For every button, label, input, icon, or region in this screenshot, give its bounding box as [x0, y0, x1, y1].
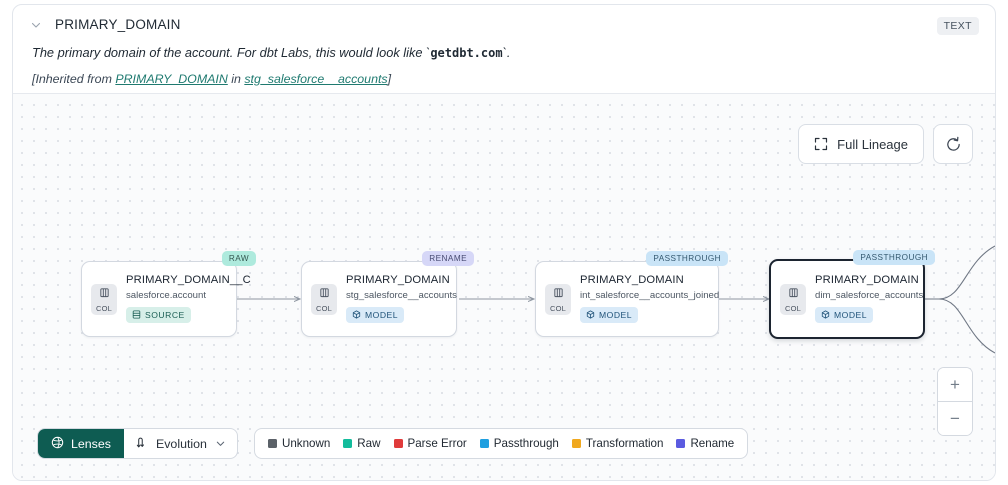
inherit-close: ]	[387, 71, 392, 86]
column-chip-label: COL	[95, 304, 113, 313]
column-chip: COL	[311, 283, 337, 315]
zoom-divider	[938, 401, 972, 402]
node-kind-label: MODEL	[365, 310, 399, 321]
node-kind-label: MODEL	[599, 310, 633, 321]
expand-corners-icon	[814, 137, 828, 151]
legend-swatch	[479, 439, 489, 448]
description-prefix: The primary domain of the account. For d…	[32, 45, 431, 60]
node-source-path: salesforce.account	[126, 290, 206, 302]
inherit-mid: in	[227, 71, 245, 86]
inherit-open: [Inherited from	[32, 71, 116, 86]
legend-item: Passthrough	[479, 437, 559, 450]
column-chip-label: COL	[784, 304, 802, 313]
node-kind-label: MODEL	[834, 310, 868, 321]
cube-icon	[821, 310, 830, 321]
evolution-dropdown[interactable]: Evolution	[124, 429, 237, 458]
column-bars-icon	[553, 285, 564, 303]
cube-icon	[352, 310, 361, 321]
full-lineage-button[interactable]: Full Lineage	[798, 124, 924, 164]
legend-label: Unknown	[281, 437, 331, 450]
node-kind-label: SOURCE	[145, 310, 185, 321]
legend-item: Parse Error	[393, 437, 467, 450]
legend-item: Raw	[343, 437, 381, 450]
panel-header: PRIMARY_DOMAIN TEXT The primary domain o…	[13, 5, 995, 96]
table-icon	[132, 310, 141, 321]
aperture-icon	[51, 436, 64, 452]
column-bars-icon	[99, 285, 110, 303]
legend-swatch	[393, 439, 403, 448]
zoom-in-button[interactable]: +	[938, 368, 972, 401]
type-badge: TEXT	[936, 17, 979, 35]
lineage-node[interactable]: RAW COL PRIMARY_DOMAIN__C	[81, 251, 256, 337]
node-kind-badge: MODEL	[580, 307, 639, 324]
lenses-label: Lenses	[71, 436, 111, 451]
inherited-model-link[interactable]: stg_salesforce__accounts	[244, 71, 388, 86]
node-column-name: PRIMARY_DOMAIN	[346, 274, 450, 287]
node-evolution-badge: PASSTHROUGH	[646, 251, 728, 266]
node-kind-badge: SOURCE	[126, 307, 191, 324]
node-column-name: PRIMARY_DOMAIN	[580, 274, 684, 287]
legend-swatch	[571, 439, 581, 448]
column-chip-label: COL	[549, 304, 567, 313]
cube-icon	[586, 310, 595, 321]
chevron-down-icon[interactable]	[29, 18, 43, 32]
legend-label: Passthrough	[493, 437, 559, 450]
header-divider	[13, 93, 995, 94]
legend-label: Raw	[357, 437, 381, 450]
page-title: PRIMARY_DOMAIN	[55, 17, 181, 32]
legend-swatch	[267, 439, 277, 448]
legend-item: Rename	[676, 437, 734, 450]
node-column-name: PRIMARY_DOMAIN	[815, 274, 919, 287]
node-source-path: int_salesforce__accounts_joined	[580, 290, 720, 302]
full-lineage-label: Full Lineage	[837, 136, 908, 152]
lineage-node-selected[interactable]: PASSTHROUGH COL PRIMARY_DOM	[769, 250, 935, 339]
column-bars-icon	[319, 285, 330, 303]
zoom-out-button[interactable]: −	[938, 402, 972, 435]
node-evolution-badge: RENAME	[422, 251, 474, 266]
column-chip: COL	[91, 283, 117, 315]
lenses-button[interactable]: Lenses	[38, 429, 124, 458]
column-lineage-panel: PRIMARY_DOMAIN TEXT The primary domain o…	[12, 4, 996, 481]
legend-swatch	[343, 439, 353, 448]
lenses-evolution-group: Lenses Evolution	[37, 428, 238, 459]
updown-arrows-icon	[135, 436, 148, 452]
canvas-top-controls: Full Lineage	[798, 124, 973, 164]
node-source-path: stg_salesforce__accounts	[346, 290, 457, 302]
legend-swatch	[676, 439, 686, 448]
column-chip: COL	[780, 283, 806, 315]
lineage-node[interactable]: RENAME COL PRIMARY_DOMAIN	[301, 251, 474, 337]
node-source-path: dim_salesforce_accounts	[815, 290, 924, 302]
node-evolution-badge: RAW	[221, 251, 256, 266]
canvas-bottom-bar: Lenses Evolution	[37, 428, 749, 459]
node-evolution-badge: PASSTHROUGH	[853, 250, 935, 265]
description-suffix: `.	[502, 45, 511, 60]
legend-item: Unknown	[267, 437, 331, 450]
legend-label: Transformation	[585, 437, 664, 450]
inherited-from-note: [Inherited from PRIMARY_DOMAIN in stg_sa…	[32, 72, 979, 86]
node-kind-badge: MODEL	[815, 307, 874, 324]
legend-item: Transformation	[571, 437, 664, 450]
inherited-column-link[interactable]: PRIMARY_DOMAIN	[115, 71, 228, 86]
description-code: getdbt.com	[430, 46, 503, 60]
legend-label: Parse Error	[407, 437, 467, 450]
lineage-node[interactable]: PASSTHROUGH COL PRIMARY_DOM	[535, 251, 728, 337]
node-column-name: PRIMARY_DOMAIN__C	[126, 274, 251, 287]
evolution-legend: Unknown Raw Parse Error Passthrough	[253, 428, 749, 459]
refresh-button[interactable]	[933, 124, 973, 164]
column-bars-icon	[788, 285, 799, 303]
zoom-controls: + −	[937, 367, 973, 436]
lineage-canvas[interactable]: Full Lineage RAW	[13, 94, 995, 480]
legend-label: Rename	[690, 437, 735, 450]
refresh-icon	[945, 136, 962, 153]
column-chip: COL	[545, 283, 571, 315]
node-kind-badge: MODEL	[346, 307, 405, 324]
evolution-label: Evolution	[155, 436, 207, 451]
column-chip-label: COL	[315, 304, 333, 313]
column-description: The primary domain of the account. For d…	[32, 44, 979, 63]
chevron-down-icon	[215, 438, 226, 449]
